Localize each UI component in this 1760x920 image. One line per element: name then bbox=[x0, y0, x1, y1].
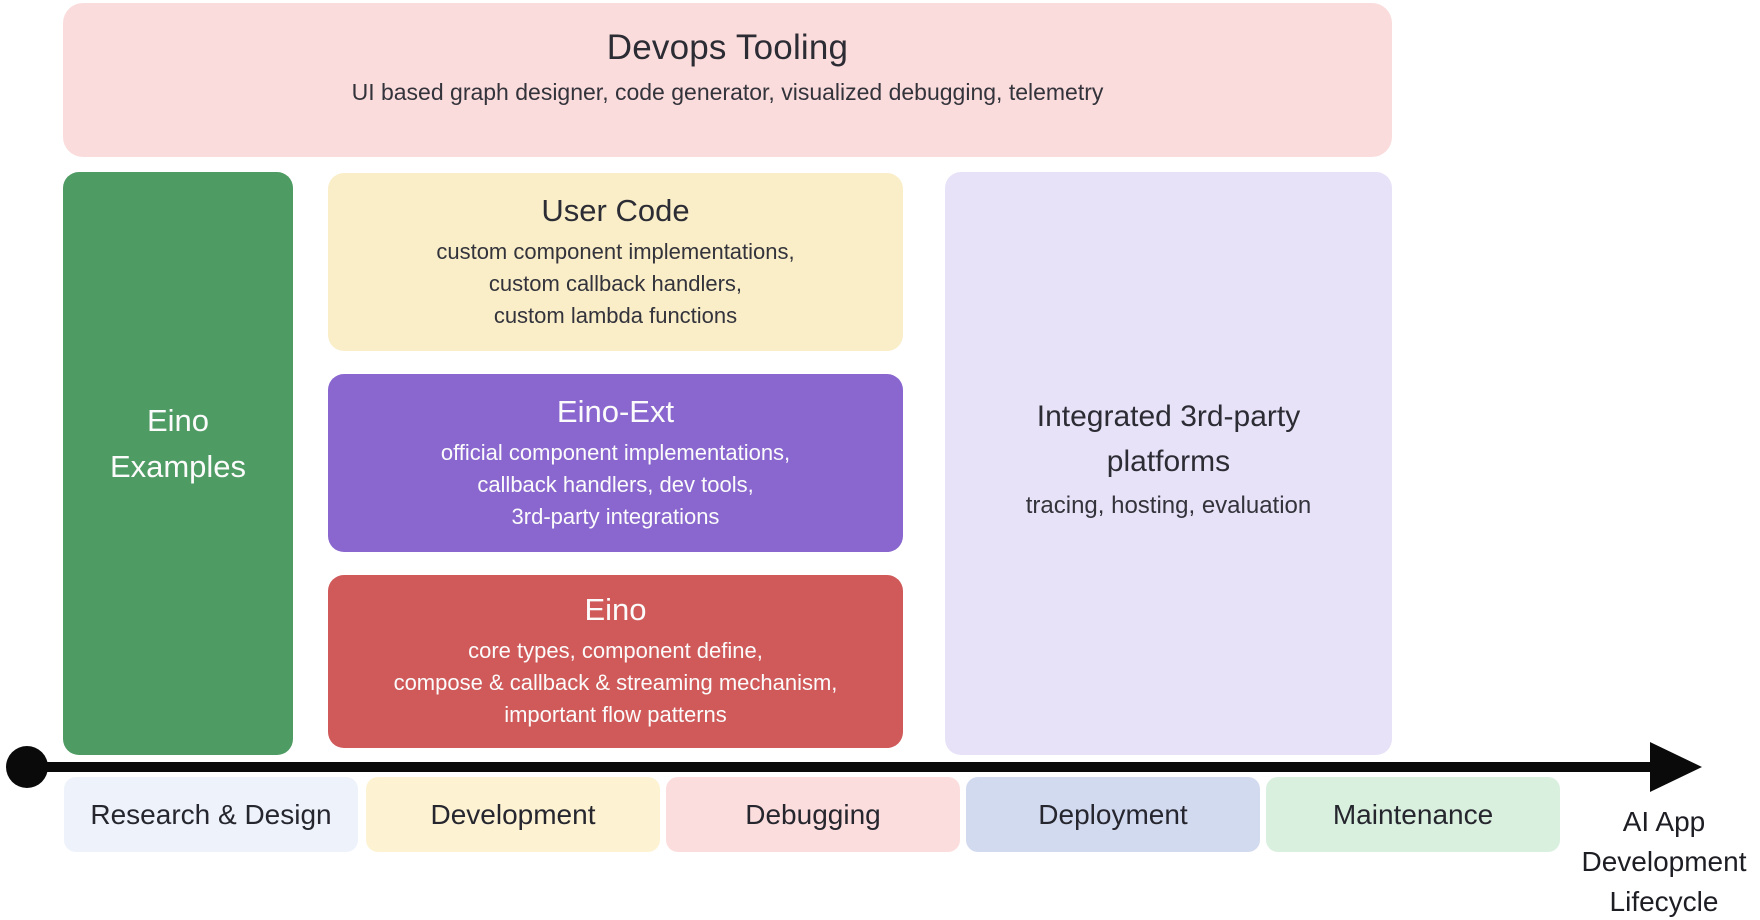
devops-tooling-subtitle: UI based graph designer, code generator,… bbox=[351, 79, 1104, 105]
eino-core-description: core types, component define, compose & … bbox=[393, 638, 838, 727]
timeline-arrowhead-icon bbox=[1650, 742, 1702, 792]
eino-core-title: Eino bbox=[584, 592, 647, 627]
third-party-platforms-box: Integrated 3rd-party platforms tracing, … bbox=[945, 172, 1392, 755]
eino-examples-box: Eino Examples bbox=[63, 172, 293, 755]
user-code-box: User Code custom component implementatio… bbox=[328, 173, 903, 351]
eino-core-box: Eino core types, component define, compo… bbox=[328, 575, 903, 748]
devops-tooling-box: Devops Tooling UI based graph designer, … bbox=[63, 3, 1392, 157]
devops-tooling-title: Devops Tooling bbox=[606, 28, 849, 67]
eino-ext-title: Eino-Ext bbox=[556, 393, 675, 429]
stage-deployment: Deployment bbox=[966, 777, 1260, 852]
timeline-axis-line bbox=[27, 762, 1660, 772]
user-code-title: User Code bbox=[541, 192, 690, 228]
stage-maintenance: Maintenance bbox=[1266, 777, 1560, 852]
stage-research-design: Research & Design bbox=[64, 777, 358, 852]
third-party-platforms-description: tracing, hosting, evaluation bbox=[1025, 491, 1312, 519]
lifecycle-axis-label: AI App Development Lifecycle bbox=[1581, 806, 1747, 917]
stage-debugging: Debugging bbox=[666, 777, 960, 852]
stage-development: Development bbox=[366, 777, 660, 852]
user-code-description: custom component implementations, custom… bbox=[436, 238, 795, 328]
eino-ext-box: Eino-Ext official component implementati… bbox=[328, 374, 903, 552]
eino-examples-title: Eino Examples bbox=[109, 402, 247, 484]
third-party-platforms-title: Integrated 3rd-party platforms bbox=[1036, 399, 1301, 478]
eino-ext-description: official component implementations, call… bbox=[440, 439, 791, 529]
